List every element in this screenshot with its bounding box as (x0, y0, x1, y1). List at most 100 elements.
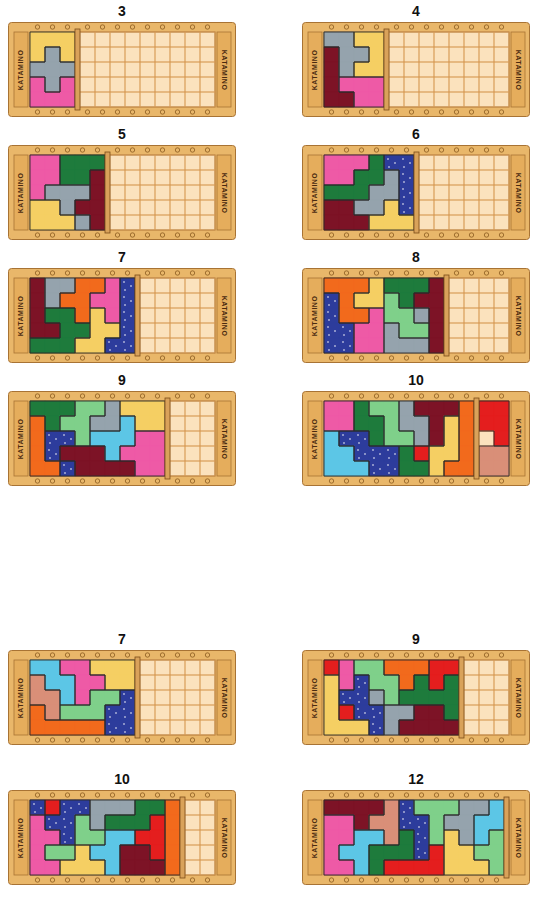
board-number: 5 (8, 125, 236, 143)
grid-area (30, 660, 215, 735)
piece-cell (90, 170, 105, 185)
piece-cell (494, 431, 509, 446)
piece-edge (384, 431, 385, 446)
scallop (484, 738, 488, 742)
piece-edge (369, 47, 370, 62)
piece-edge (369, 215, 384, 216)
piece-edge (444, 416, 445, 431)
piece-edge (384, 323, 385, 338)
piece-dot (402, 188, 404, 190)
piece-edge (399, 720, 400, 735)
piece-edge (414, 431, 415, 446)
piece-dot (63, 803, 65, 805)
piece-edge (384, 401, 399, 402)
scallop (145, 233, 149, 237)
piece-edge (399, 170, 400, 185)
grid-cell (494, 185, 509, 200)
piece-edge (354, 461, 369, 462)
piece-edge (479, 446, 494, 447)
piece-edge (30, 815, 45, 816)
grid-cell (419, 47, 434, 62)
piece-edge (60, 155, 61, 170)
piece-edge (120, 815, 135, 816)
side-strip (217, 155, 231, 230)
piece-cell (30, 323, 45, 338)
brand-text: KATAMINO (220, 677, 228, 718)
piece-edge (324, 690, 325, 705)
scallop (205, 356, 209, 360)
scallop (389, 394, 393, 398)
scallop (145, 271, 149, 275)
piece-cell (90, 308, 105, 323)
grid-cell (110, 77, 125, 92)
scallop (454, 271, 458, 275)
grid-cell (185, 830, 200, 845)
scallop (329, 356, 333, 360)
grid-cell (95, 32, 110, 47)
grid-cell (200, 92, 215, 107)
piece-edge (120, 323, 121, 338)
piece-edge (60, 446, 75, 447)
board-number: 10 (302, 371, 530, 389)
piece-cell (324, 308, 339, 323)
grid-cell (389, 47, 404, 62)
grid-cell (140, 32, 155, 47)
brand-text: KATAMINO (514, 677, 522, 718)
piece-edge (60, 705, 61, 720)
piece-edge (90, 353, 105, 354)
piece-edge (60, 293, 61, 308)
piece-cell (324, 293, 339, 308)
piece-cell (414, 278, 429, 293)
scallop (409, 110, 413, 114)
piece-cell (414, 293, 429, 308)
piece-edge (354, 323, 355, 338)
piece-dot (334, 345, 336, 347)
piece-edge (150, 476, 165, 477)
piece-edge (339, 431, 340, 446)
piece-edge (45, 431, 46, 446)
slider-bar (135, 275, 140, 356)
piece-dot (327, 311, 329, 313)
piece-cell (339, 416, 354, 431)
scallop (190, 878, 194, 882)
piece-cell (369, 416, 384, 431)
piece-cell (30, 338, 45, 353)
piece-cell (354, 660, 369, 675)
piece-cell (369, 185, 384, 200)
piece-edge (339, 431, 340, 446)
piece-edge (60, 720, 75, 721)
piece-edge (354, 293, 369, 294)
piece-edge (60, 416, 75, 417)
grid-cell (464, 278, 479, 293)
piece-edge (30, 215, 31, 230)
piece-cell (384, 278, 399, 293)
grid-cell (185, 47, 200, 62)
piece-cell (369, 92, 384, 107)
piece-dot (334, 300, 336, 302)
piece-cell (354, 170, 369, 185)
scallop (419, 479, 423, 483)
grid-cell (170, 323, 185, 338)
piece-cell (45, 675, 60, 690)
piece-cell (324, 278, 339, 293)
piece-edge (90, 308, 91, 323)
piece-cell (339, 690, 354, 705)
piece-edge (120, 278, 135, 279)
piece-edge (459, 431, 460, 446)
piece-edge (459, 401, 460, 416)
piece-cell (324, 170, 339, 185)
grid-cell (170, 47, 185, 62)
piece-cell (45, 308, 60, 323)
piece-cell (30, 155, 45, 170)
grid-cell (464, 675, 479, 690)
piece-edge (339, 62, 340, 77)
piece-edge (369, 690, 370, 705)
scallop (484, 394, 488, 398)
piece-edge (105, 323, 120, 324)
piece-cell (399, 308, 414, 323)
piece-edge (429, 416, 430, 431)
scallop (175, 110, 179, 114)
scallop (419, 271, 423, 275)
piece-edge (429, 660, 430, 675)
piece-edge (30, 308, 31, 323)
